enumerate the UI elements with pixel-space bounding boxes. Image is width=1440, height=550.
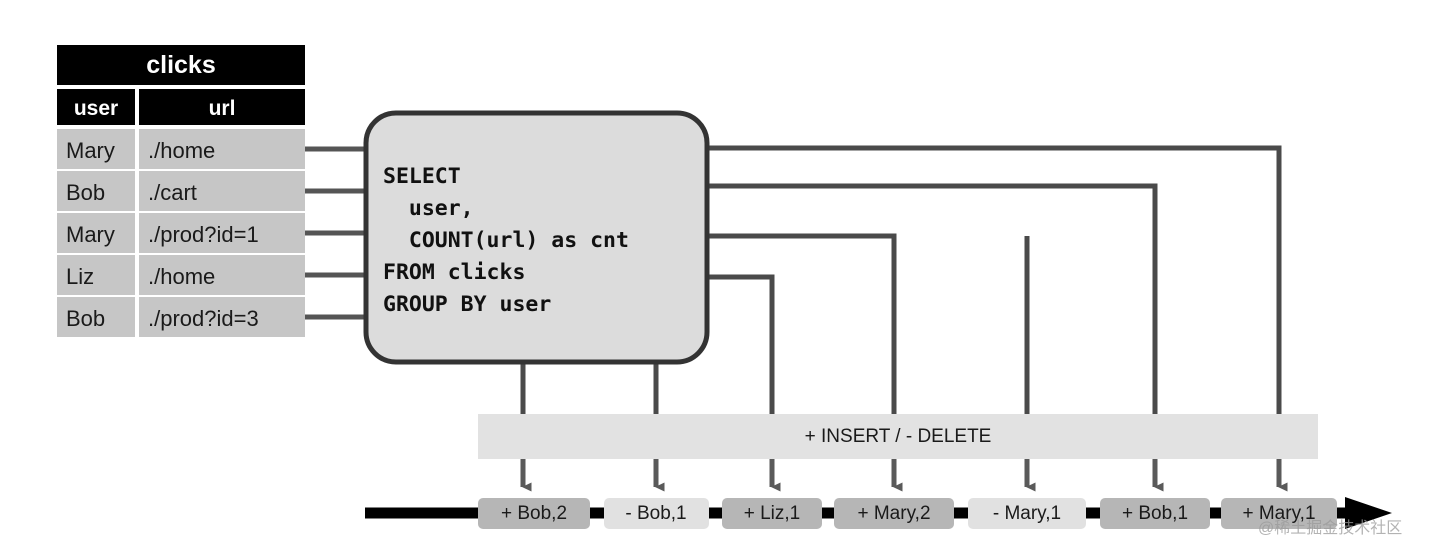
event-label-7: + Mary,1 xyxy=(1242,503,1315,524)
event-box-6[interactable] xyxy=(1100,498,1210,529)
row-5-user-cell xyxy=(57,297,135,337)
event-box-7[interactable] xyxy=(1221,498,1337,529)
table-title-bar xyxy=(57,45,305,85)
changelog-bar-label: + INSERT / - DELETE xyxy=(805,426,992,447)
table-row: Liz ./home xyxy=(57,255,305,295)
connector-out-5 xyxy=(706,183,1158,466)
row-3-url-cell xyxy=(139,213,305,253)
connector-out-4 xyxy=(706,233,897,466)
table-row: Bob ./cart xyxy=(57,171,305,211)
row-1-user-cell xyxy=(57,129,135,169)
list-item[interactable]: + Bob,2 xyxy=(478,498,590,529)
clicks-table: clicks user url Mary ./home Bob ./cart M… xyxy=(57,45,305,337)
table-row: Bob ./prod?id=3 xyxy=(57,297,305,337)
table-header-url: url xyxy=(209,97,236,120)
list-item[interactable]: + Liz,1 xyxy=(722,498,822,529)
table-to-query-connectors xyxy=(305,146,370,320)
event-box-2[interactable] xyxy=(604,498,709,529)
table-row: Mary ./prod?id=1 xyxy=(57,213,305,253)
event-label-5: - Mary,1 xyxy=(993,503,1061,524)
row-3-url: ./prod?id=1 xyxy=(148,222,259,247)
connector-out-6 xyxy=(706,145,1282,466)
sql-line-2: user, xyxy=(383,196,474,221)
row-2-url: ./cart xyxy=(148,180,197,205)
row-2-user: Bob xyxy=(66,180,105,205)
row-4-url-cell xyxy=(139,255,305,295)
changelog-bar xyxy=(478,414,1318,459)
row-4-user: Liz xyxy=(66,264,94,289)
row-5-url: ./prod?id=3 xyxy=(148,306,259,331)
watermark-label: @稀土掘金技术社区 xyxy=(1258,519,1402,537)
event-box-4[interactable] xyxy=(834,498,954,529)
event-label-1: + Bob,2 xyxy=(501,503,567,524)
row-5-user: Bob xyxy=(66,306,105,331)
row-5-url-cell xyxy=(139,297,305,337)
row-1-user: Mary xyxy=(66,138,115,163)
row-2-url-cell xyxy=(139,171,305,211)
row-1-url-cell xyxy=(139,129,305,169)
table-header-user-cell xyxy=(57,89,135,125)
sql-line-4: FROM clicks xyxy=(383,260,525,285)
row-1-url: ./home xyxy=(148,138,215,163)
sql-query-panel xyxy=(363,110,710,365)
sql-query-text: SELECT user, COUNT(url) as cnt FROM clic… xyxy=(383,164,745,317)
row-4-user-cell xyxy=(57,255,135,295)
list-item[interactable]: + Mary,2 xyxy=(834,498,954,529)
stream-events: + Bob,2 - Bob,1 + Liz,1 + Mary,2 - Mary,… xyxy=(478,498,1337,529)
list-item[interactable]: - Bob,1 xyxy=(604,498,709,529)
sql-line-5: GROUP BY user xyxy=(383,292,551,317)
event-box-5[interactable] xyxy=(968,498,1086,529)
event-label-6: + Bob,1 xyxy=(1122,503,1188,524)
list-item[interactable]: + Mary,1 xyxy=(1221,498,1337,529)
table-row: Mary ./home xyxy=(57,129,305,169)
row-2-user-cell xyxy=(57,171,135,211)
sql-query-box: SELECT user, COUNT(url) as cnt FROM clic… xyxy=(363,110,745,365)
event-box-1[interactable] xyxy=(478,498,590,529)
event-label-3: + Liz,1 xyxy=(744,503,801,524)
row-4-url: ./home xyxy=(148,264,215,289)
stream-axis-arrowhead xyxy=(1345,497,1392,529)
row-3-user: Mary xyxy=(66,222,115,247)
table-header-user: user xyxy=(74,97,118,120)
sql-line-1: SELECT xyxy=(383,164,461,189)
sql-line-3: COUNT(url) as cnt xyxy=(383,228,629,253)
changelog-arrows xyxy=(520,459,1288,492)
table-title: clicks xyxy=(146,51,216,79)
list-item[interactable]: - Mary,1 xyxy=(968,498,1086,529)
event-label-2: - Bob,1 xyxy=(625,503,686,524)
table-header-url-cell xyxy=(139,89,305,125)
event-label-4: + Mary,2 xyxy=(857,503,930,524)
connector-out-3 xyxy=(706,274,775,466)
list-item[interactable]: + Bob,1 xyxy=(1100,498,1210,529)
event-box-3[interactable] xyxy=(722,498,822,529)
row-3-user-cell xyxy=(57,213,135,253)
